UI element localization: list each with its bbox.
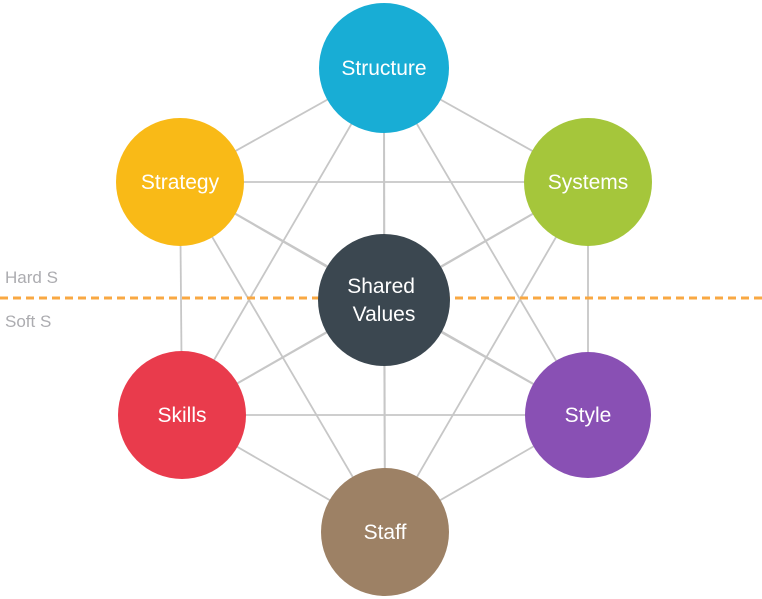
shared-values-label-line2: Values (353, 303, 416, 326)
style-circle (525, 352, 651, 478)
node-structure: Structure (319, 3, 449, 133)
node-strategy: Strategy (116, 118, 244, 246)
node-staff: Staff (321, 468, 449, 596)
systems-circle (524, 118, 652, 246)
node-skills: Skills (118, 351, 246, 479)
shared-values-label: Shared Values (347, 275, 421, 326)
hard-s-label: Hard S (5, 268, 58, 287)
strategy-label: Strategy (141, 171, 220, 194)
structure-circle (319, 3, 449, 133)
shared-values-label-line1: Shared (347, 275, 415, 298)
staff-label: Staff (364, 521, 407, 544)
systems-label: Systems (548, 171, 629, 194)
shared-values-circle (318, 234, 450, 366)
staff-circle (321, 468, 449, 596)
soft-s-label: Soft S (5, 312, 51, 331)
node-shared-values: Shared Values (318, 234, 450, 366)
structure-label: Structure (341, 57, 426, 80)
skills-circle (118, 351, 246, 479)
skills-label: Skills (157, 404, 206, 427)
node-systems: Systems (524, 118, 652, 246)
style-label: Style (565, 404, 612, 427)
strategy-circle (116, 118, 244, 246)
node-style: Style (525, 352, 651, 478)
